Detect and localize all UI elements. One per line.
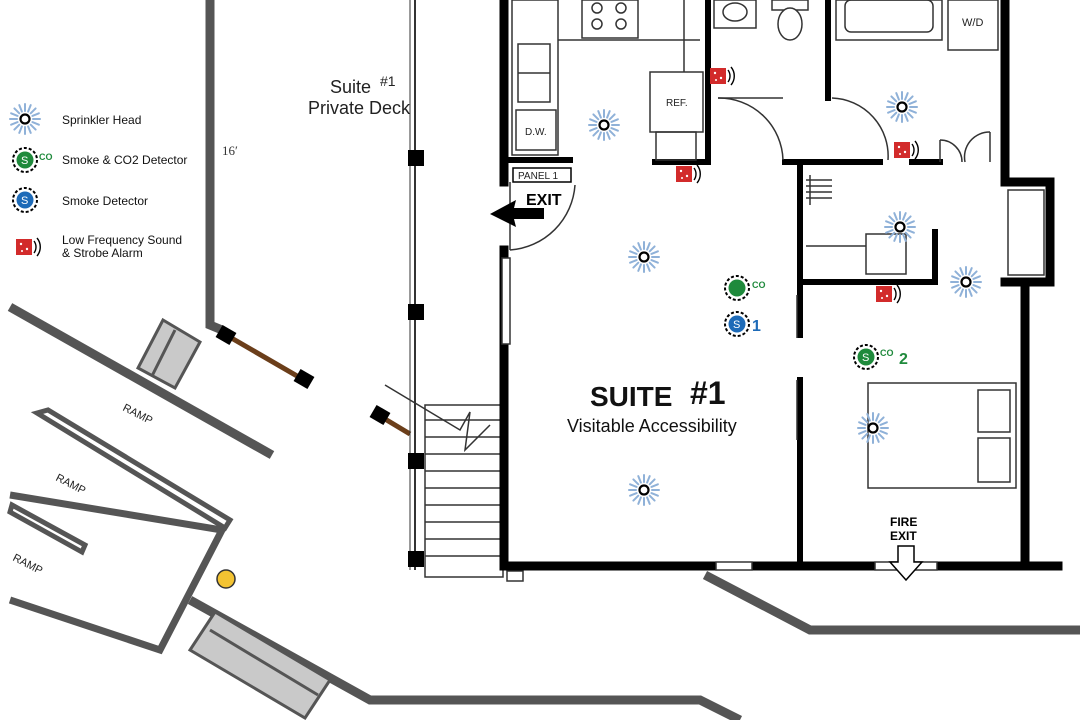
panel-box bbox=[512, 167, 572, 183]
smoke-detector-number: 1 bbox=[752, 318, 761, 335]
deck-title-line1: Suite bbox=[330, 77, 371, 97]
windows bbox=[501, 189, 1045, 571]
deck-title-number: #1 bbox=[380, 73, 396, 89]
legend-smoke-label: Smoke Detector bbox=[62, 194, 148, 208]
sprinkler-head-icon bbox=[587, 108, 621, 142]
sound-strobe-alarm-icon bbox=[875, 284, 901, 304]
fire-exit-arrow-icon bbox=[888, 545, 924, 582]
ramp-label: RAMP bbox=[54, 472, 88, 497]
doors bbox=[509, 97, 991, 440]
legend-s-letter: S bbox=[21, 155, 28, 167]
fire-exit-line1: FIRE bbox=[890, 515, 917, 529]
deck-stairs bbox=[384, 384, 524, 582]
legend-alarm-label-1: Low Frequency Sound bbox=[62, 233, 182, 247]
smoke-detector-letter: S bbox=[733, 319, 740, 331]
fire-exit-line2: EXIT bbox=[890, 529, 917, 543]
refrigerator-label: REF. bbox=[666, 98, 688, 109]
smoke-co2-detector-2: S CO 2 bbox=[853, 344, 908, 370]
suite-title-number: #1 bbox=[690, 375, 726, 411]
ramp-label: RAMP bbox=[121, 402, 155, 427]
panel-label: PANEL 1 bbox=[518, 171, 558, 182]
sound-strobe-alarm-icon bbox=[709, 66, 735, 86]
deck-dimension: 16′ bbox=[222, 143, 238, 158]
legend: Sprinkler Head S CO Smoke & CO2 Detector… bbox=[8, 102, 187, 260]
sprinkler-head-icon bbox=[8, 102, 42, 136]
suite-title: SUITE bbox=[590, 381, 672, 412]
legend-co-superscript: CO bbox=[39, 152, 53, 162]
exit-label: EXIT bbox=[526, 192, 562, 209]
bathroom-fixtures bbox=[713, 0, 999, 275]
legend-s-letter: S bbox=[21, 195, 28, 207]
deck-title-line2: Private Deck bbox=[308, 98, 411, 118]
legend-alarm-label-2: & Strobe Alarm bbox=[62, 246, 143, 260]
kitchen-fixtures bbox=[511, 0, 704, 161]
dishwasher-label: D.W. bbox=[525, 127, 547, 138]
washer-dryer-label: W/D bbox=[962, 17, 983, 29]
legend-co2-label: Smoke & CO2 Detector bbox=[62, 153, 187, 167]
exterior-light-icon bbox=[216, 569, 236, 589]
sprinkler-head-icon bbox=[627, 240, 661, 274]
sprinkler-head-icon bbox=[856, 411, 890, 445]
co-superscript: CO bbox=[880, 348, 894, 358]
fire-exit-sign: FIRE EXIT bbox=[888, 515, 924, 582]
co-superscript: CO bbox=[752, 280, 766, 290]
deck-label: Suite #1 Private Deck 16′ bbox=[222, 73, 411, 158]
building-walls bbox=[499, 0, 1063, 571]
legend-sprinkler-label: Sprinkler Head bbox=[62, 113, 141, 127]
suite-subtitle: Visitable Accessibility bbox=[567, 416, 737, 436]
gate-rail bbox=[215, 324, 412, 437]
smoke-co2-detector-letter: S bbox=[862, 352, 869, 364]
sprinkler-head-icon bbox=[949, 265, 983, 299]
sprinkler-head-icon bbox=[627, 473, 661, 507]
sprinkler-head-icon bbox=[885, 90, 919, 124]
sound-strobe-alarm-icon bbox=[675, 164, 701, 184]
ramp-label: RAMP bbox=[11, 552, 45, 577]
deck-railing bbox=[408, 0, 424, 570]
exit-sign: EXIT bbox=[490, 192, 562, 227]
ramp-landings bbox=[135, 317, 333, 720]
smoke-co2-detector-icon: S CO bbox=[12, 147, 53, 173]
co2-detector-1: CO bbox=[724, 275, 766, 301]
bed bbox=[867, 382, 1017, 489]
smoke-detector-icon: S bbox=[12, 187, 38, 213]
sound-strobe-alarm-icon bbox=[15, 237, 41, 257]
sprinkler-head-icon bbox=[883, 210, 917, 244]
sound-strobe-alarm-icon bbox=[893, 140, 919, 160]
smoke-co2-detector-number: 2 bbox=[899, 351, 908, 368]
smoke-detector-1: S 1 bbox=[724, 311, 761, 337]
